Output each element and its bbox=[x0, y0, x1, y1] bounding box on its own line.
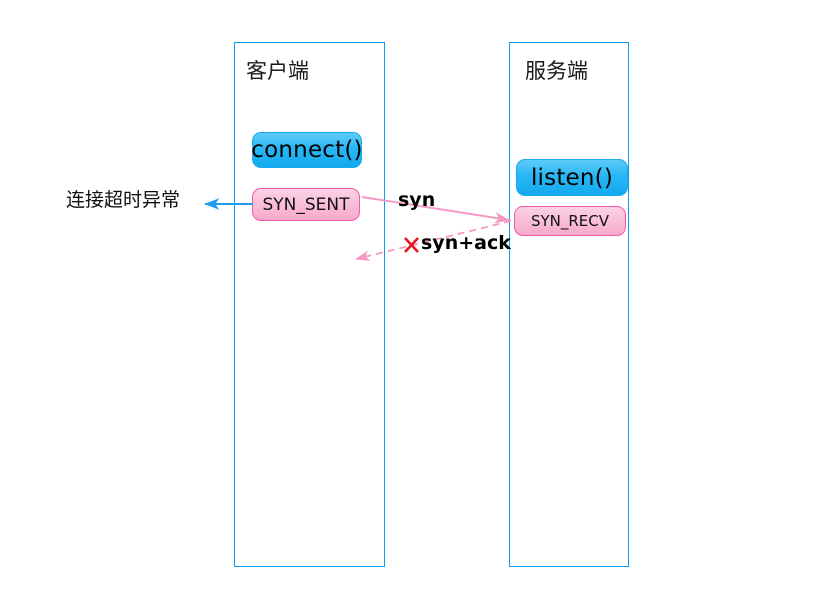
server-listen-box: listen() bbox=[516, 159, 628, 196]
cross-mark-icon bbox=[404, 237, 419, 253]
client-connect-box: connect() bbox=[251, 132, 363, 168]
label-connect-timeout: 连接超时异常 bbox=[66, 189, 181, 211]
client-syn-sent-state: SYN_SENT bbox=[252, 188, 360, 221]
label-syn-ack: syn+ack bbox=[421, 232, 511, 254]
lane-title-server: 服务端 bbox=[525, 59, 588, 83]
lane-server bbox=[509, 42, 629, 567]
lane-client bbox=[234, 42, 385, 567]
label-syn: syn bbox=[398, 189, 436, 211]
lane-title-client: 客户端 bbox=[246, 59, 309, 83]
server-syn-recv-state: SYN_RECV bbox=[514, 206, 626, 236]
